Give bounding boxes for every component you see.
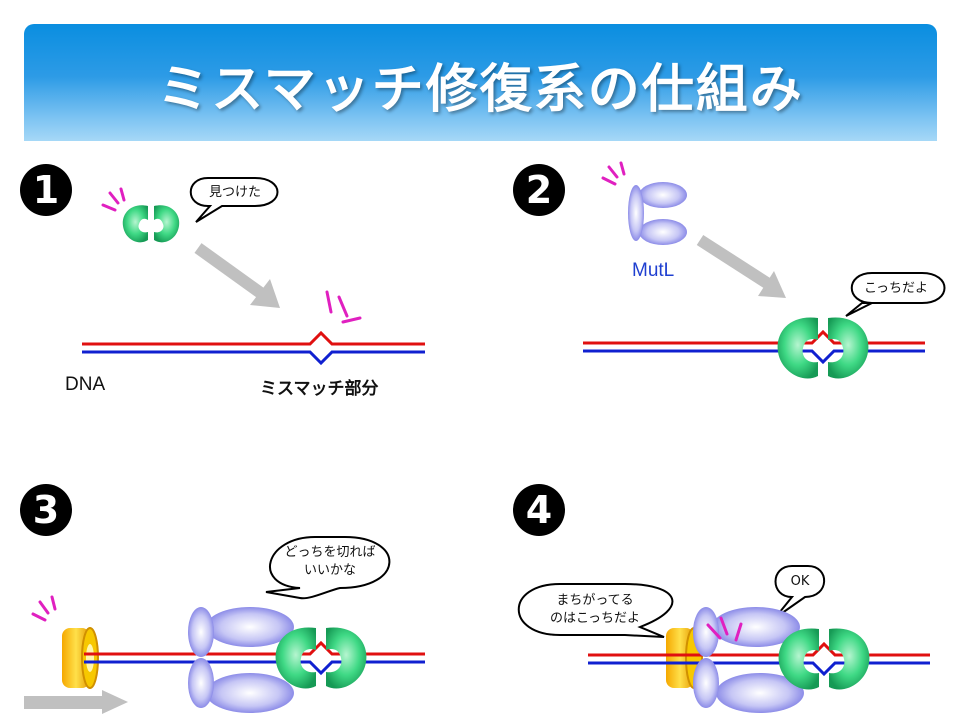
arrow-icon (194, 243, 280, 308)
step-3-bubble-line-2: いいかな (303, 563, 356, 578)
muts-protein (275, 627, 367, 689)
muts-protein (778, 628, 870, 690)
mutl-protein (693, 607, 804, 713)
dna-strand (583, 329, 925, 365)
muts-protein (777, 317, 869, 379)
speech-bubble-icon (265, 536, 391, 600)
step-2 (583, 161, 946, 379)
step-4-left-bubble-line-1: まちがってる (556, 593, 634, 608)
dna-label: DNA (65, 374, 106, 395)
mutl-label: MutL (632, 260, 675, 281)
page-title: ミスマッチ修復系の仕組み (157, 59, 804, 120)
step-4-number: 4 (513, 484, 565, 536)
mismatch-label: ミスマッチ部分 (260, 379, 379, 399)
sparkle-icon (101, 187, 126, 212)
step-1-number: 1 (20, 164, 72, 216)
sparkle-icon (31, 595, 57, 622)
step-2-number: 2 (513, 164, 565, 216)
dna-strand (84, 640, 425, 676)
arrow-icon (696, 234, 786, 298)
step-2-bubble-text: こっちだよ (863, 281, 929, 296)
speech-bubble-icon (845, 272, 946, 317)
sparkle-icon (601, 161, 626, 186)
step-1-bubble-text: 見つけた (208, 185, 261, 200)
step-1 (82, 177, 425, 366)
mutl-protein (188, 607, 294, 713)
arrow-icon (24, 690, 128, 714)
sliding-clamp (62, 627, 99, 689)
step-3 (24, 536, 425, 714)
step-4-left-bubble-line-2: のはこっちだよ (549, 611, 641, 626)
speech-bubble-icon (517, 583, 674, 638)
step-3-number: 3 (20, 484, 72, 536)
dna-strand (82, 330, 425, 366)
title-banner (24, 24, 937, 141)
sparkle-icon (706, 616, 743, 642)
step-4 (517, 565, 930, 713)
dna-strand (588, 641, 930, 677)
muts-protein (122, 205, 180, 243)
speech-bubble-icon (774, 565, 826, 619)
sparkle-icon (325, 290, 362, 324)
step-3-bubble-line-1: どっちを切れば (284, 545, 376, 560)
speech-bubble-icon (189, 177, 279, 223)
mutl-protein (628, 182, 687, 245)
step-4-right-bubble-text: OK (790, 574, 810, 589)
